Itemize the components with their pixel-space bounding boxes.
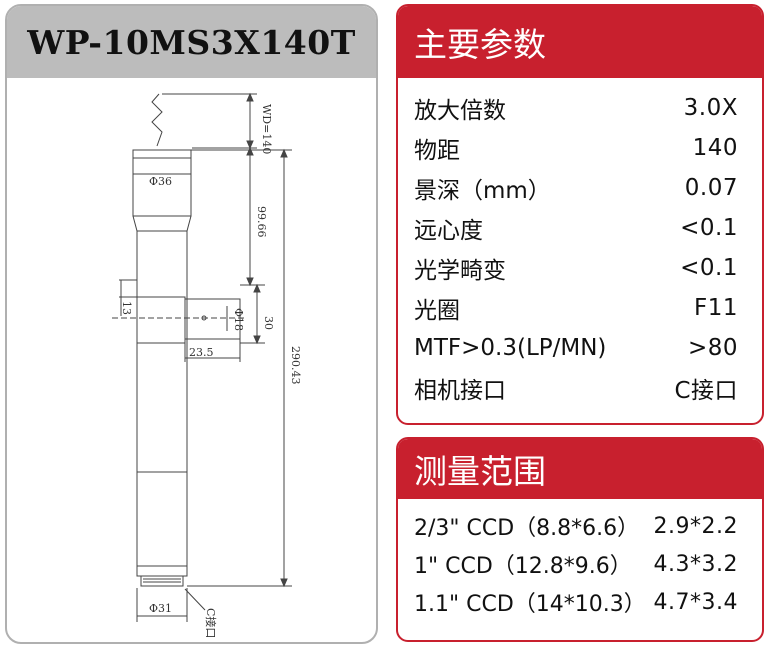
param-value: 3.0X [683, 95, 738, 121]
param-row: MTF>0.3(LP/MN) >80 [414, 328, 738, 368]
param-label: 景深（mm） [414, 178, 551, 204]
param-value: 140 [692, 135, 738, 161]
model-title: WP-10MS3X140T [27, 22, 356, 62]
param-label: 相机接口 [414, 378, 506, 404]
dim-d31: Φ31 [149, 602, 172, 615]
param-value: C接口 [674, 378, 738, 404]
main-params-list: 放大倍数 3.0X 物距 140 景深（mm） 0.07 远心度 <0.1 光学… [398, 78, 762, 408]
param-value: <0.1 [680, 255, 738, 281]
range-label: 1.1" CCD（14*10.3） [414, 592, 646, 617]
param-row: 景深（mm） 0.07 [414, 168, 738, 208]
param-row: 物距 140 [414, 128, 738, 168]
dim-30: 30 [262, 316, 275, 330]
param-label: 远心度 [414, 218, 483, 244]
dim-290-43: 290.43 [289, 346, 302, 385]
lens-dimension-drawing: WD=140 Φ36 99.66 13 Φ18 30 23.5 290.43 Φ… [112, 92, 302, 638]
param-label: MTF>0.3(LP/MN) [414, 335, 607, 361]
param-row: 放大倍数 3.0X [414, 88, 738, 128]
param-value: F11 [694, 295, 738, 321]
main-params-card: 主要参数 放大倍数 3.0X 物距 140 景深（mm） 0.07 远心度 <0… [396, 4, 764, 425]
dim-wd: WD=140 [260, 104, 273, 154]
dim-13: 13 [120, 301, 133, 315]
main-params-header: 主要参数 [398, 6, 762, 78]
measure-range-list: 2/3" CCD（8.8*6.6） 2.9*2.2 1" CCD（12.8*9.… [398, 499, 762, 621]
param-row: 光圈 F11 [414, 288, 738, 328]
range-value: 4.3*3.2 [653, 551, 738, 577]
dim-99-66: 99.66 [255, 206, 268, 238]
range-value: 4.7*3.4 [653, 589, 738, 615]
dim-c-mount: C接口 [204, 608, 217, 638]
param-value: <0.1 [680, 215, 738, 241]
drawing-card: WP-10MS3X140T [5, 4, 378, 644]
measure-range-card: 测量范围 2/3" CCD（8.8*6.6） 2.9*2.2 1" CCD（12… [396, 437, 764, 642]
range-label: 1" CCD（12.8*9.6） [414, 554, 632, 579]
measure-range-header: 测量范围 [398, 439, 762, 499]
param-value: 0.07 [684, 175, 738, 201]
param-row: 远心度 <0.1 [414, 208, 738, 248]
param-label: 光圈 [414, 298, 460, 324]
param-row: 光学畸变 <0.1 [414, 248, 738, 288]
range-row: 1.1" CCD（14*10.3） 4.7*3.4 [414, 583, 738, 621]
range-row: 1" CCD（12.8*9.6） 4.3*3.2 [414, 545, 738, 583]
range-label: 2/3" CCD（8.8*6.6） [414, 516, 640, 541]
range-row: 2/3" CCD（8.8*6.6） 2.9*2.2 [414, 507, 738, 545]
param-value: >80 [687, 335, 738, 361]
dim-d36: Φ36 [149, 175, 172, 188]
dim-d18: Φ18 [232, 308, 245, 331]
range-value: 2.9*2.2 [653, 513, 738, 539]
param-row: 相机接口 C接口 [414, 368, 738, 408]
dim-23-5: 23.5 [189, 346, 214, 359]
param-label: 光学畸变 [414, 258, 506, 284]
drawing-header: WP-10MS3X140T [7, 6, 376, 78]
param-label: 物距 [414, 138, 460, 164]
param-label: 放大倍数 [414, 98, 506, 124]
